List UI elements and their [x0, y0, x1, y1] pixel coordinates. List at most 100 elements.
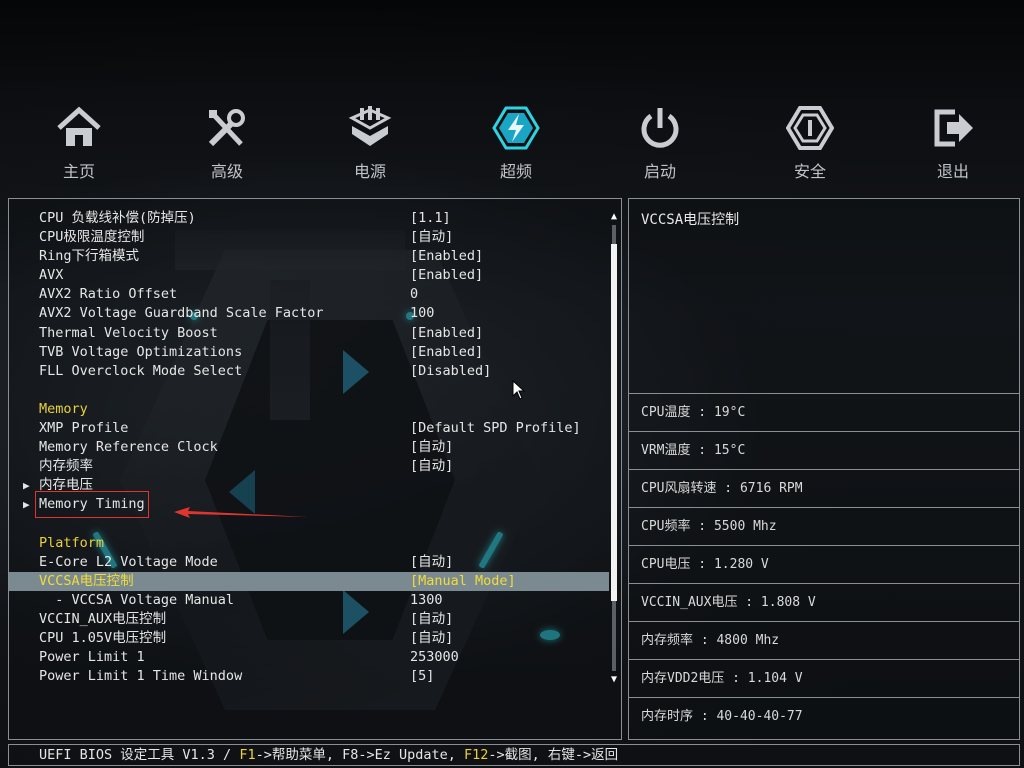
section-title: Platform: [39, 534, 105, 551]
scroll-up-icon[interactable]: ▲: [610, 211, 618, 222]
setting-label: VCCSA电压控制: [39, 572, 134, 589]
setting-value: [Enabled]: [410, 324, 484, 341]
setting-label: Memory Timing: [35, 491, 149, 519]
info-panel: VCCSA电压控制 CPU温度 : 19°C VRM温度 : 15°C CPU风…: [628, 198, 1020, 740]
setting-fll-overclock-mode[interactable]: FLL Overclock Mode Select[Disabled]: [23, 362, 609, 381]
setting-memory-ref-clock[interactable]: Memory Reference Clock[自动]: [23, 438, 609, 457]
nav-tab-advanced[interactable]: 高级: [177, 100, 277, 186]
setting-value: [自动]: [410, 458, 454, 475]
setting-tvb-voltage-opt[interactable]: TVB Voltage Optimizations [Enabled]: [23, 343, 609, 362]
setting-value: 1300: [410, 591, 443, 608]
setting-value: [自动]: [410, 553, 454, 570]
setting-value: [自动]: [410, 610, 454, 627]
help-description: VCCSA电压控制: [641, 212, 740, 228]
nav-label: 高级: [210, 162, 243, 181]
setting-value: [Enabled]: [410, 343, 484, 360]
settings-scrollbar[interactable]: ▲ ▼: [609, 211, 619, 685]
setting-memory-frequency[interactable]: 内存频率[自动]: [23, 457, 609, 476]
setting-label: AVX2 Voltage Guardband Scale Factor: [39, 305, 324, 322]
settings-list: CPU 负载线补偿(防掉压) [1.1] CPU极限温度控制 [自动] Ring下行…: [9, 209, 609, 686]
setting-label: Power Limit 1 Time Window: [39, 668, 243, 685]
nav-label: 超频: [499, 162, 532, 181]
setting-avx2-ratio-offset[interactable]: AVX2 Ratio Offset 0: [23, 285, 609, 304]
spacer: [23, 515, 609, 534]
setting-label: XMP Profile: [39, 420, 129, 437]
footer-key-f12: F12: [464, 747, 489, 763]
home-icon: [57, 106, 101, 146]
footer-hint-f12: ->截图, 右键->返回: [488, 747, 619, 763]
setting-vccin-aux-control[interactable]: VCCIN_AUX电压控制 [自动]: [23, 610, 609, 629]
power-button-icon: [641, 108, 679, 148]
setting-value: 0: [410, 286, 419, 303]
footer-hint-bar: UEFI BIOS 设定工具 V1.3 / F1->帮助菜单, F8->Ez U…: [8, 744, 1020, 766]
setting-value: 100: [410, 305, 435, 322]
setting-avx[interactable]: AVX[Enabled]: [23, 266, 609, 285]
nav-tab-boot[interactable]: 启动: [610, 100, 710, 186]
submenu-memory-voltage[interactable]: ▶内存电压: [23, 476, 609, 495]
shield-icon: [786, 106, 834, 150]
setting-value: [自动]: [410, 229, 454, 246]
stat-cpu-fan-speed: CPU风扇转速 : 6716 RPM: [629, 469, 1019, 507]
tools-icon: [208, 109, 245, 147]
setting-avx2-guardband[interactable]: AVX2 Voltage Guardband Scale Factor 100: [23, 304, 609, 323]
stat-cpu-frequency: CPU频率 : 5500 Mhz: [629, 507, 1019, 545]
nav-label: 安全: [793, 162, 826, 181]
exit-icon: [934, 109, 973, 147]
stat-vccin-aux-voltage: VCCIN_AUX电压 : 1.808 V: [629, 583, 1019, 621]
setting-ecore-l2-voltage-mode[interactable]: E-Core L2 Voltage Mode [自动]: [23, 553, 609, 572]
nav-tab-home[interactable]: 主页: [29, 100, 129, 186]
setting-label: VCCIN_AUX电压控制: [39, 610, 167, 627]
setting-vccsa-voltage-control[interactable]: VCCSA电压控制 [Manual Mode]: [9, 571, 609, 591]
submenu-memory-timing[interactable]: ▶ Memory Timing: [23, 491, 609, 519]
setting-cpu-loadline[interactable]: CPU 负载线补偿(防掉压) [1.1]: [23, 209, 609, 228]
setting-power-limit-1-window[interactable]: Power Limit 1 Time Window [5]: [23, 667, 609, 686]
submenu-arrow-icon: ▶: [23, 479, 30, 493]
setting-vccsa-voltage-manual[interactable]: - VCCSA Voltage Manual 1300: [23, 591, 609, 610]
nav-label: 启动: [643, 162, 676, 181]
scroll-thumb[interactable]: [611, 244, 617, 601]
section-header-platform: Platform: [23, 534, 609, 553]
nav-tab-power[interactable]: 电源: [320, 100, 420, 186]
setting-label: E-Core L2 Voltage Mode: [39, 553, 218, 570]
setting-value: 253000: [410, 649, 459, 666]
setting-label: CPU极限温度控制: [39, 229, 145, 246]
overclock-icon: [492, 106, 540, 150]
setting-xmp-profile[interactable]: XMP Profile[Default SPD Profile]: [23, 419, 609, 438]
setting-value: [自动]: [410, 439, 454, 456]
scroll-down-icon[interactable]: ▼: [610, 674, 618, 685]
section-title: Memory: [39, 400, 88, 417]
setting-ring-down-bin[interactable]: Ring下行箱模式 [Enabled]: [23, 247, 609, 266]
stat-vrm-temp: VRM温度 : 15°C: [629, 431, 1019, 469]
footer-key-f1: F1: [239, 747, 256, 763]
setting-cpu-temp-limit[interactable]: CPU极限温度控制 [自动]: [23, 228, 609, 247]
setting-thermal-velocity-boost[interactable]: Thermal Velocity Boost[Enabled]: [23, 324, 609, 343]
submenu-arrow-icon: ▶: [23, 498, 30, 512]
setting-value: [1.1]: [410, 210, 451, 226]
nav-tab-security[interactable]: 安全: [760, 100, 860, 186]
stat-cpu-temp: CPU温度 : 19°C: [629, 393, 1019, 431]
nav-tab-overclock[interactable]: 超频: [466, 100, 566, 186]
setting-label: Ring下行箱模式: [39, 248, 140, 265]
setting-label: CPU 1.05V电压控制: [39, 630, 167, 647]
setting-value: [Enabled]: [410, 248, 484, 265]
setting-cpu-105v-control[interactable]: CPU 1.05V电压控制[自动]: [23, 629, 609, 648]
top-nav: 主页 高级 电源 超频 启动: [0, 100, 1024, 186]
setting-value: [5]: [410, 668, 435, 685]
footer-title: UEFI BIOS 设定工具 V1.3 /: [39, 747, 240, 763]
nav-label: 主页: [62, 162, 95, 181]
setting-label: AVX2 Ratio Offset: [39, 286, 178, 303]
setting-label: - VCCSA Voltage Manual: [39, 591, 235, 608]
power-chip-icon: [348, 106, 392, 146]
hardware-monitor: CPU温度 : 19°C VRM温度 : 15°C CPU风扇转速 : 6716…: [629, 393, 1019, 735]
nav-label: 电源: [353, 162, 386, 181]
setting-label: TVB Voltage Optimizations: [39, 343, 243, 360]
setting-value: [Enabled]: [410, 267, 484, 284]
nav-tab-exit[interactable]: 退出: [903, 100, 1003, 186]
setting-value: [Manual Mode]: [410, 572, 516, 589]
section-header-memory: Memory: [23, 400, 609, 419]
nav-label: 退出: [936, 162, 969, 181]
mouse-pointer-icon: [512, 380, 526, 400]
stat-memory-timing: 内存时序 : 40-40-40-77: [629, 697, 1019, 735]
setting-label: CPU 负载线补偿(防掉压): [39, 210, 196, 226]
